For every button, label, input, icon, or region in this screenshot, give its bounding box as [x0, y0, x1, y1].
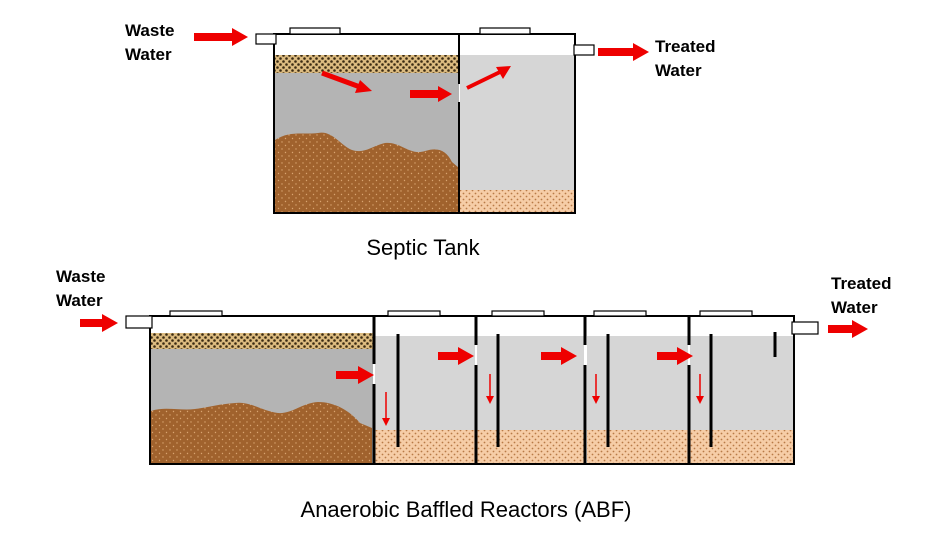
abr-flow-arrow-1: [336, 366, 374, 384]
abr-compartment-4-sludge: [690, 430, 793, 464]
septic-tank-caption: Septic Tank: [366, 235, 480, 260]
septic-inlet-label-line2: Water: [125, 45, 172, 64]
abr-down-arrow-1: [382, 392, 390, 426]
abr-tank-outline: [149, 315, 795, 465]
septic-inlet-arrow: [194, 28, 248, 46]
abr-down-arrow-4: [696, 374, 704, 404]
abr-access-lid-3: [491, 310, 545, 317]
abr-flow-arrow-3: [541, 347, 577, 365]
septic-chamber-2-liquid: [460, 55, 574, 213]
abr-settler-sludge: [151, 402, 372, 464]
abr-settler-scum: [151, 333, 373, 349]
abr-outlet-pipe: [791, 321, 819, 335]
abr-outlet-label-line2: Water: [831, 298, 878, 317]
abr-caption: Anaerobic Baffled Reactors (ABF): [301, 497, 632, 522]
septic-settled-solids: [460, 190, 574, 213]
septic-access-lid-1: [289, 27, 341, 35]
septic-access-lid-2: [479, 27, 531, 35]
abr-flow-arrow-2: [438, 347, 474, 365]
abr-compartment-1-sludge: [375, 430, 475, 464]
abr-access-lid-1: [169, 310, 223, 317]
abr: Waste Water Treated Water Anaerobic Baff…: [56, 267, 891, 522]
septic-inlet-pipe: [255, 33, 277, 45]
abr-inlet-pipe: [125, 315, 153, 329]
abr-outlet-label: Treated: [831, 274, 891, 293]
septic-scum-layer: [275, 55, 459, 73]
abr-compartment-3-sludge: [587, 430, 688, 464]
septic-flow-arrow-3: [466, 66, 511, 90]
abr-outlet-arrow: [828, 320, 868, 338]
septic-outlet-pipe: [573, 44, 595, 56]
abr-access-lid-5: [699, 310, 753, 317]
septic-outlet-label-line2: Water: [655, 61, 702, 80]
septic-flow-arrow-1: [321, 70, 372, 93]
septic-tank: Waste Water Treated Water Septic Tank: [125, 21, 715, 260]
abr-access-lid-2: [387, 310, 441, 317]
septic-outlet-arrow: [598, 43, 649, 61]
septic-outlet-label: Treated: [655, 37, 715, 56]
abr-flow-arrow-4: [657, 347, 693, 365]
septic-tank-outline: [273, 33, 576, 214]
abr-down-arrow-2: [486, 374, 494, 404]
septic-flow-arrow-2: [410, 86, 452, 102]
abr-down-arrow-3: [592, 374, 600, 404]
abr-inlet-arrow: [80, 314, 118, 332]
abr-inlet-label-line2: Water: [56, 291, 103, 310]
abr-compartment-2-sludge: [477, 430, 584, 464]
septic-inlet-label: Waste: [125, 21, 174, 40]
abr-inlet-label: Waste: [56, 267, 105, 286]
abr-access-lid-4: [593, 310, 647, 317]
septic-sludge-layer: [275, 132, 459, 213]
